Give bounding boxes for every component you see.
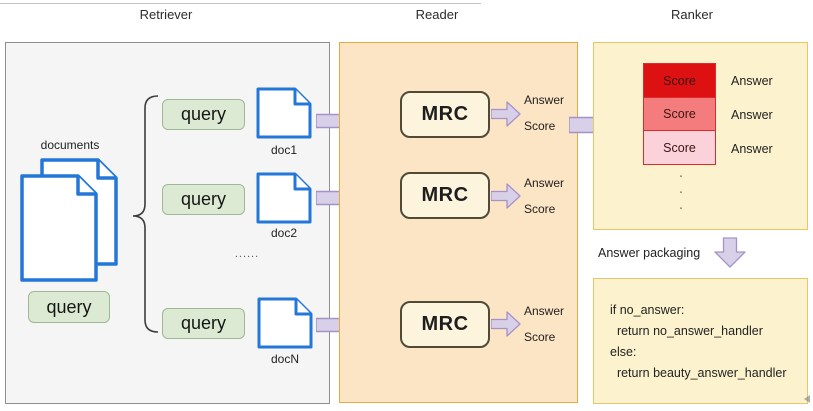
- answer-label-3: Answer: [524, 304, 565, 318]
- arrow-mrc2-out-icon: [491, 183, 521, 209]
- main-query-label: query: [46, 296, 92, 317]
- answer-packaging-codebox: [593, 278, 808, 404]
- ranker-dot-2: ·: [678, 183, 684, 200]
- ranker-dot-3: ·: [678, 199, 684, 216]
- score-cell-label-2: Score: [663, 107, 696, 121]
- answer-label-2: Answer: [524, 176, 565, 190]
- retriever-header: Retriever: [139, 7, 193, 22]
- code-block: if no_answer: return no_answer_handler e…: [610, 300, 805, 384]
- code-line-3: else:: [610, 345, 637, 359]
- code-line-2: return no_answer_handler: [610, 324, 763, 338]
- ranker-header: Ranker: [671, 7, 713, 22]
- arrow-mrc1-out-icon: [491, 101, 521, 127]
- ranker-answer-2: Answer: [731, 108, 773, 122]
- score-cell-1: Score: [643, 63, 716, 98]
- score-cell-label-3: Score: [663, 140, 696, 155]
- mrc-box-1: MRC: [400, 91, 490, 138]
- ranker-dot-1: ·: [678, 167, 684, 184]
- doc1-label: doc1: [270, 143, 298, 157]
- docN-label: docN: [270, 352, 299, 366]
- query-box-row2: query: [162, 184, 245, 215]
- answer-label-1: Answer: [524, 93, 565, 107]
- ranker-answer-1: Answer: [731, 74, 773, 88]
- arrow-down-packaging-icon: [714, 237, 746, 268]
- mrc-label-3: MRC: [421, 313, 469, 335]
- mrc-label-2: MRC: [421, 184, 469, 206]
- documents-label: documents: [40, 138, 100, 152]
- score-label-3: Score: [524, 330, 556, 344]
- mrc-box-2: MRC: [400, 172, 490, 219]
- score-cell-label-1: Score: [663, 73, 696, 88]
- retriever-ellipsis: ......: [234, 248, 260, 260]
- score-label-2: Score: [524, 202, 556, 216]
- arrow-mrc3-out-icon: [491, 311, 521, 337]
- docN-icon: [257, 297, 313, 349]
- top-divider-line: [0, 3, 481, 4]
- reader-header: Reader: [415, 7, 459, 22]
- query-label-row1: query: [180, 104, 227, 124]
- query-box-row3: query: [162, 308, 245, 339]
- documents-stack-icon: [20, 158, 118, 282]
- doc1-icon: [256, 87, 312, 139]
- query-label-row2: query: [180, 189, 227, 209]
- query-box-row1: query: [162, 99, 245, 130]
- doc2-label: doc2: [270, 226, 298, 240]
- cursor-artifact: [804, 395, 810, 403]
- mrc-box-3: MRC: [400, 301, 490, 348]
- code-line-1: if no_answer:: [610, 303, 685, 317]
- ranker-answer-3: Answer: [731, 142, 773, 156]
- curly-brace: [132, 95, 159, 333]
- answer-packaging-label: Answer packaging: [598, 246, 701, 260]
- score-cell-3: Score: [643, 130, 716, 165]
- code-line-4: return beauty_answer_handler: [610, 366, 787, 380]
- doc2-icon: [256, 172, 312, 224]
- mrc-label-1: MRC: [421, 103, 469, 125]
- query-label-row3: query: [180, 313, 227, 333]
- main-query-box: query: [28, 291, 110, 323]
- score-cell-2: Score: [643, 96, 716, 132]
- score-label-1: Score: [524, 119, 556, 133]
